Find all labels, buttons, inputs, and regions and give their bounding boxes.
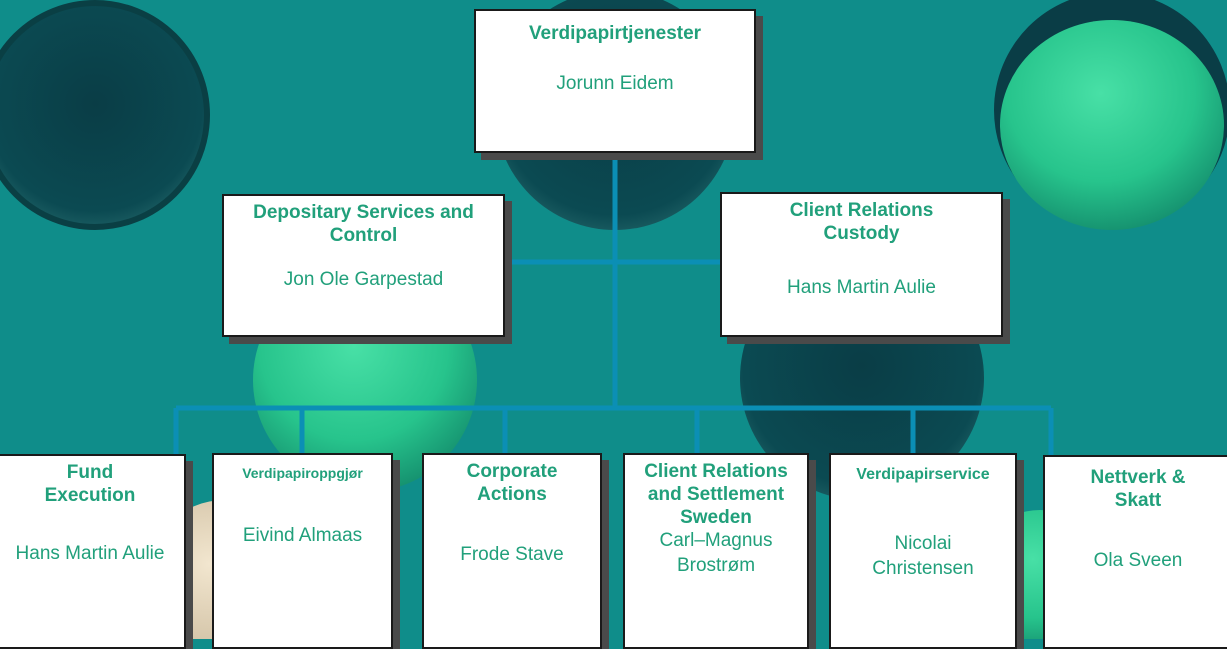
node-middle-1-name: Jon Ole Garpestad xyxy=(283,268,444,290)
node-bottom-5-name: Nicolai Christensen xyxy=(872,533,974,579)
node-bottom-3-name: Frode Stave xyxy=(460,543,564,565)
node-middle-2: Client Relations Custody Hans Martin Aul… xyxy=(720,192,1003,337)
node-bottom-5: Verdipapirservice Nicolai Christensen xyxy=(829,453,1017,649)
node-bottom-4-title: Client Relations and Settlement Sweden xyxy=(644,461,788,528)
node-bottom-1-name: Hans Martin Aulie xyxy=(15,542,165,564)
node-bottom-2-title: Verdipapiroppgjør xyxy=(242,465,363,481)
node-bottom-2: Verdipapiroppgjør Eivind Almaas xyxy=(212,453,393,649)
node-middle-2-title: Client Relations Custody xyxy=(789,200,934,244)
node-bottom-6: Nettverk & Skatt Ola Sveen xyxy=(1043,455,1227,649)
node-bottom-4-name: Carl–Magnus Brostrøm xyxy=(659,530,773,577)
node-bottom-3-title: Corporate Actions xyxy=(466,461,558,505)
node-bottom-1: Fund Execution Hans Martin Aulie xyxy=(0,454,186,649)
node-bottom-1-title: Fund Execution xyxy=(44,462,136,506)
node-middle-1: Depositary Services and Control Jon Ole … xyxy=(222,194,505,337)
sphere-dark-left xyxy=(0,5,205,225)
node-top-name: Jorunn Eidem xyxy=(556,72,674,94)
node-bottom-2-name: Eivind Almaas xyxy=(242,524,363,546)
node-top-title: Verdipapirtjenester xyxy=(528,23,702,44)
node-bottom-3: Corporate Actions Frode Stave xyxy=(422,453,602,649)
node-top: Verdipapirtjenester Jorunn Eidem xyxy=(474,9,756,153)
node-middle-1-title: Depositary Services and Control xyxy=(253,202,474,246)
node-bottom-6-name: Ola Sveen xyxy=(1093,549,1183,571)
node-bottom-6-title: Nettverk & Skatt xyxy=(1090,467,1186,511)
node-middle-2-name: Hans Martin Aulie xyxy=(787,276,936,298)
node-bottom-4: Client Relations and Settlement Sweden C… xyxy=(623,453,809,649)
node-bottom-5-title: Verdipapirservice xyxy=(856,466,990,483)
